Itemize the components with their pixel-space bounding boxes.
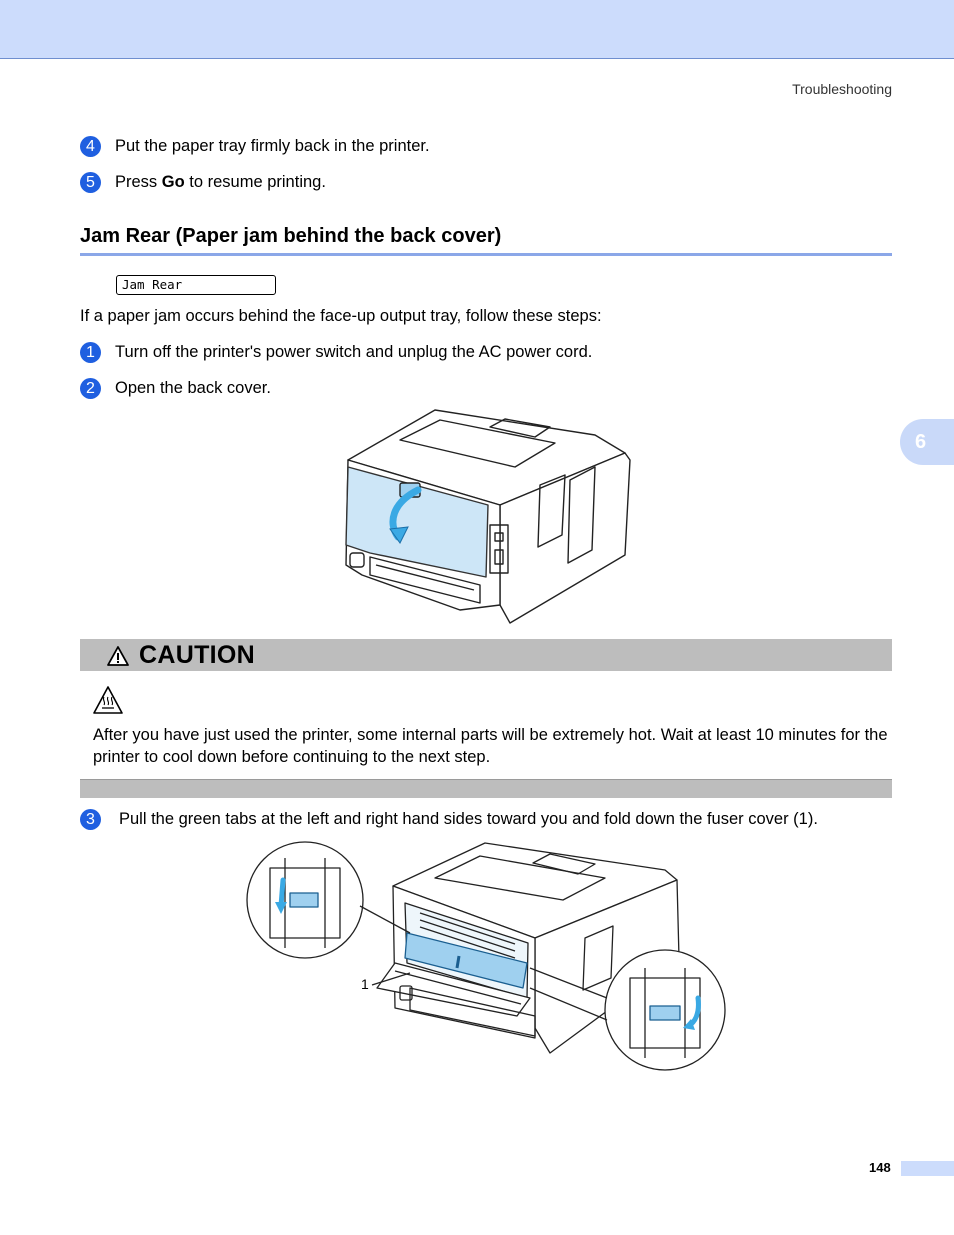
step-1: 1 Turn off the printer's power switch an… — [80, 341, 592, 363]
step-text-before: Press — [115, 172, 162, 191]
step-text: Turn off the printer's power switch and … — [115, 342, 593, 361]
step-3: 3 Pull the green tabs at the left and ri… — [80, 808, 818, 830]
fuser-cover-illustration: 1 — [246, 841, 726, 1071]
header-band — [0, 0, 954, 59]
running-head: Troubleshooting — [792, 81, 892, 97]
footer-band — [901, 1161, 954, 1176]
step-text: Press Go to resume printing. — [115, 173, 326, 192]
step-number-badge: 5 — [80, 171, 101, 193]
step-4: 4 Put the paper tray firmly back in the … — [80, 135, 430, 157]
step-text: Pull the green tabs at the left and righ… — [119, 809, 818, 828]
step-text: Put the paper tray firmly back in the pr… — [115, 136, 430, 155]
step-text: Open the back cover. — [115, 378, 271, 397]
caution-text: After you have just used the printer, so… — [93, 726, 888, 766]
go-key-label: Go — [161, 172, 185, 191]
chapter-tab: 6 — [900, 419, 954, 465]
step-number-badge: 1 — [80, 341, 101, 363]
printer-back-cover-illustration — [345, 409, 631, 624]
step-number-badge: 4 — [80, 135, 101, 157]
hot-surface-icon — [93, 686, 123, 714]
step-number-badge: 2 — [80, 377, 101, 399]
caution-header-bar — [80, 639, 892, 671]
warning-triangle-icon — [107, 646, 129, 666]
callout-number-1: 1 — [361, 976, 369, 992]
intro-paragraph: If a paper jam occurs behind the face-up… — [80, 307, 602, 325]
step-2: 2 Open the back cover. — [80, 377, 271, 399]
caution-footer-bar — [80, 779, 892, 798]
caution-title: CAUTION — [139, 641, 255, 669]
lcd-message: Jam Rear — [116, 275, 276, 295]
step-text-after: to resume printing. — [184, 172, 326, 191]
section-rule — [80, 253, 892, 256]
step-5: 5 Press Go to resume printing. — [80, 171, 326, 193]
page-number: 148 — [869, 1160, 891, 1175]
section-title: Jam Rear (Paper jam behind the back cove… — [80, 225, 502, 247]
step-number-badge: 3 — [80, 808, 101, 830]
